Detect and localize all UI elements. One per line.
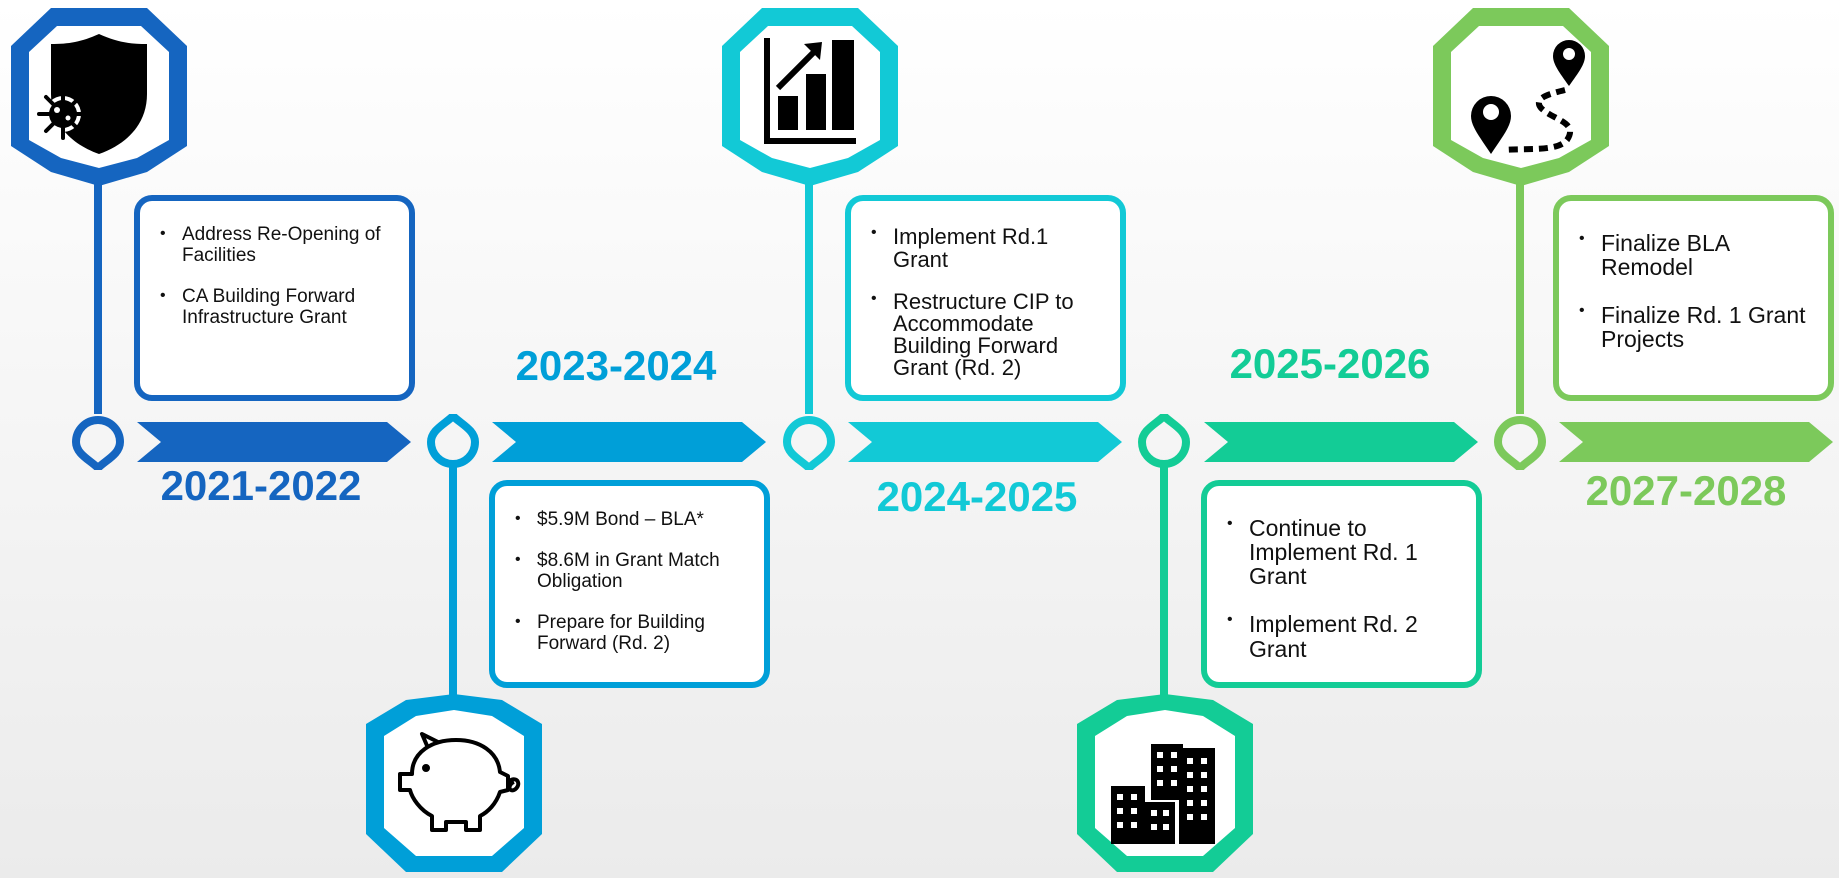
- timeline-arrow-2: [492, 422, 766, 462]
- growth-chart-icon: [764, 38, 856, 144]
- phase-bullet-list-2: $5.9M Bond – BLA* $8.6M in Grant Match O…: [511, 509, 748, 655]
- bullet-item: CA Building Forward Infrastructure Grant: [156, 286, 393, 329]
- phase-box-5: Finalize BLA Remodel Finalize Rd. 1 Gran…: [1553, 195, 1834, 401]
- year-label-1: 2021-2022: [160, 462, 362, 509]
- timeline-pin-3: [782, 416, 836, 474]
- connector-stem-4: [1160, 462, 1168, 720]
- bullet-item: Address Re-Opening of Facilities: [156, 224, 393, 267]
- bullet-item: Restructure CIP to Accommodate Building …: [867, 291, 1104, 379]
- badge-3: [718, 2, 902, 186]
- bullet-item: Prepare for Building Forward (Rd. 2): [511, 612, 748, 655]
- timeline-pin-5: [1493, 416, 1547, 474]
- phase-bullet-list-3: Implement Rd.1 Grant Restructure CIP to …: [867, 225, 1104, 379]
- year-label-4: 2025-2026: [1229, 340, 1431, 387]
- bullet-item: $5.9M Bond – BLA*: [511, 509, 748, 531]
- phase-box-2: $5.9M Bond – BLA* $8.6M in Grant Match O…: [489, 480, 770, 688]
- connector-stem-5: [1516, 176, 1524, 414]
- badge-2: [362, 694, 546, 878]
- badge-4: [1073, 694, 1257, 878]
- year-label-3: 2024-2025: [876, 473, 1078, 520]
- piggy-bank-icon: [398, 732, 521, 832]
- bullet-item: Finalize Rd. 1 Grant Projects: [1575, 303, 1812, 351]
- phase-box-3: Implement Rd.1 Grant Restructure CIP to …: [845, 195, 1126, 401]
- bullet-item: Implement Rd. 2 Grant: [1223, 612, 1460, 660]
- phase-bullet-list-4: Continue to Implement Rd. 1 Grant Implem…: [1223, 516, 1460, 661]
- timeline-pin-1: [71, 416, 125, 474]
- route-map-pins-icon: [1471, 40, 1585, 154]
- bullet-item: Finalize BLA Remodel: [1575, 231, 1812, 279]
- bullet-item: $8.6M in Grant Match Obligation: [511, 550, 748, 593]
- timeline-arrow-5: [1559, 422, 1833, 462]
- year-label-2: 2023-2024: [515, 342, 717, 389]
- timeline-arrow-4: [1204, 422, 1478, 462]
- connector-stem-3: [805, 176, 813, 414]
- connector-stem-1: [94, 176, 102, 414]
- bullet-item: Implement Rd.1 Grant: [867, 225, 1104, 271]
- city-buildings-icon: [1111, 744, 1215, 844]
- phase-bullet-list-1: Address Re-Opening of Facilities CA Buil…: [156, 224, 393, 329]
- virus-shield-icon: [37, 34, 147, 154]
- timeline-arrow-3: [848, 422, 1122, 462]
- timeline-arrow-1: [137, 422, 411, 462]
- timeline-pin-4: [1137, 410, 1191, 468]
- badge-1: [7, 2, 191, 186]
- year-label-5: 2027-2028: [1585, 467, 1787, 514]
- connector-stem-2: [449, 462, 457, 720]
- badge-5: [1429, 2, 1613, 186]
- bullet-item: Continue to Implement Rd. 1 Grant: [1223, 516, 1460, 589]
- timeline-pin-2: [426, 410, 480, 468]
- phase-box-1: Address Re-Opening of Facilities CA Buil…: [134, 195, 415, 401]
- phase-box-4: Continue to Implement Rd. 1 Grant Implem…: [1201, 480, 1482, 688]
- phase-bullet-list-5: Finalize BLA Remodel Finalize Rd. 1 Gran…: [1575, 231, 1812, 352]
